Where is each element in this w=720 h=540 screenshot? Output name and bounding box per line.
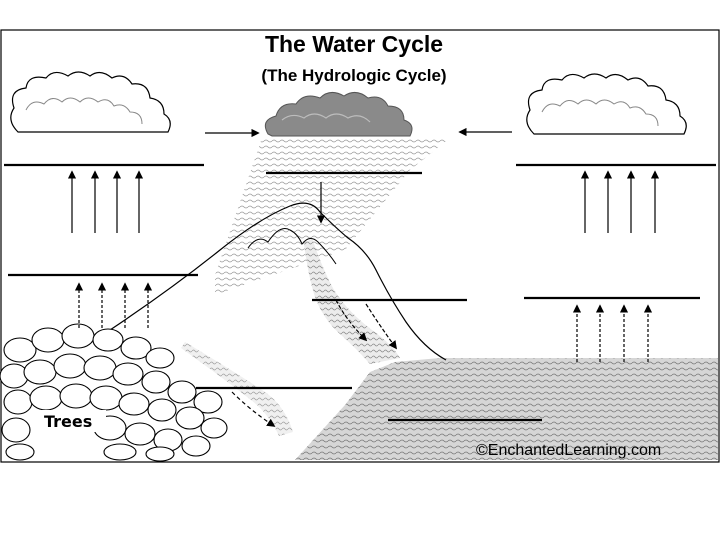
cloud-icon xyxy=(10,71,171,133)
arrow-up-group-upper-right xyxy=(580,170,660,233)
arrow-runoff-icon xyxy=(335,299,368,342)
blank-label-lines xyxy=(4,163,716,422)
trees-label-bg xyxy=(40,410,106,432)
rain-area xyxy=(215,138,450,295)
rain-cloud-icon xyxy=(264,92,413,137)
page-subtitle: (The Hydrologic Cycle) xyxy=(261,66,446,85)
mountain-ridge xyxy=(247,228,337,265)
trees-label: Trees xyxy=(44,412,92,431)
cloud-icon xyxy=(526,73,687,135)
copyright-credit: ©EnchantedLearning.com xyxy=(476,442,661,459)
diagram-frame xyxy=(0,29,720,463)
arrow-groundwater-icon xyxy=(231,391,276,427)
arrow-runoff-icon xyxy=(365,303,397,350)
arrow-up-group-ocean xyxy=(572,304,653,362)
page-title: The Water Cycle xyxy=(265,31,443,57)
arrow-up-group-upper-left xyxy=(67,170,144,233)
trees-icon xyxy=(0,323,228,462)
arrow-up-group-transpiration xyxy=(74,282,153,328)
ocean-icon xyxy=(295,358,718,460)
